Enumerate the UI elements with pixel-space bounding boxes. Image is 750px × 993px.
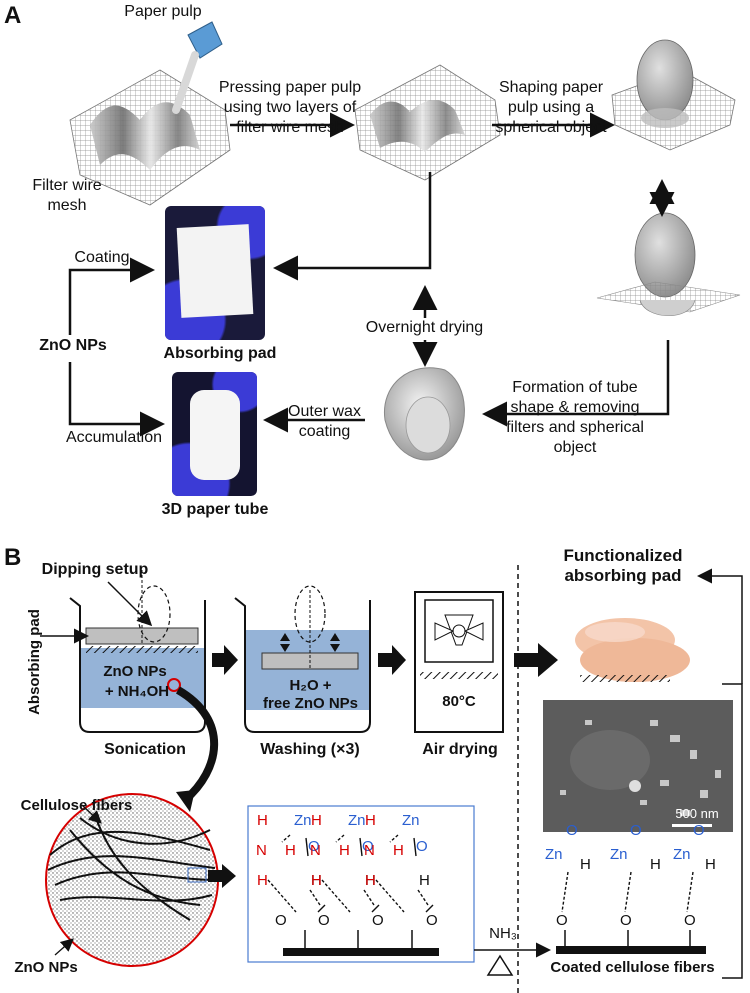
atom-h: H	[365, 872, 376, 889]
atom-o: O	[416, 838, 428, 855]
chem-box	[247, 805, 475, 963]
atom-h: H	[257, 812, 268, 829]
process-arrows	[212, 643, 558, 677]
absorbing-pad-side-label: Absorbing pad	[26, 609, 43, 715]
heat-triangle	[486, 954, 514, 976]
atom-o: O	[620, 912, 632, 929]
filter-wire-mesh-label: Filter wire mesh	[32, 177, 102, 214]
atom-o: O	[693, 822, 705, 839]
paper-tube-photo	[172, 372, 257, 496]
accumulation-label: Accumulation	[65, 429, 163, 446]
atom-zn: Zn	[294, 812, 312, 829]
atom-o: O	[684, 912, 696, 929]
egg-covered-illustration	[596, 212, 741, 317]
atom-zn: Zn	[545, 846, 563, 863]
atom-h: H	[580, 856, 591, 873]
atom-n: N	[256, 842, 267, 859]
panel-a-letter: A	[4, 2, 22, 29]
cellulose-zoom-circle	[45, 793, 219, 967]
atom-h: H	[339, 842, 350, 859]
panel-b-letter: B	[4, 544, 22, 571]
pouring-cup-illustration	[172, 21, 223, 114]
atom-h: H	[705, 856, 716, 873]
beaker2-line1: H₂O +	[289, 677, 332, 694]
atom-h: H	[311, 872, 322, 889]
atom-zn: Zn	[348, 812, 366, 829]
panel-a-arrows	[68, 112, 675, 437]
sonication-label: Sonication	[104, 741, 186, 758]
chicken-breast-photo	[575, 618, 690, 682]
atom-o: O	[275, 912, 287, 929]
atom-h: H	[365, 812, 376, 829]
right-bracket	[722, 683, 743, 979]
atom-h: H	[365, 872, 376, 889]
atom-h: H	[419, 872, 430, 889]
tube-shape-illustration	[383, 367, 465, 461]
formation-step-label: Formation of tube shape & removing filte…	[506, 379, 644, 456]
sem-image	[543, 700, 733, 832]
top-feedback-arrow	[697, 568, 743, 684]
beaker2-line2: free ZnO NPs	[262, 695, 359, 712]
oven-drying	[414, 591, 504, 733]
atom-h: H	[257, 872, 268, 889]
cellulose-fibers-label: Cellulose fibers	[20, 797, 133, 814]
atom-o: O	[372, 912, 384, 929]
atom-o: O	[566, 822, 578, 839]
sonication-beaker	[40, 570, 206, 733]
atom-n: N	[364, 842, 375, 859]
oven-temp-label: 80°C	[442, 693, 476, 710]
atom-o: O	[308, 838, 320, 855]
atom-o: O	[318, 912, 330, 929]
atom-o: O	[426, 912, 438, 929]
atom-o: O	[556, 912, 568, 929]
mesh-pulp-illustration	[69, 69, 231, 206]
egg-shaping-illustration	[611, 39, 736, 151]
zno-nps-label: ZnO NPs	[39, 337, 107, 354]
atom-zn: Zn	[610, 846, 628, 863]
atom-h: H	[311, 872, 322, 889]
paper-tube-label: 3D paper tube	[161, 501, 269, 518]
scale-bar-label: 500 nm	[675, 806, 719, 821]
atom-h: H	[650, 856, 661, 873]
atom-h: H	[393, 842, 404, 859]
atom-zn: Zn	[673, 846, 691, 863]
atom-o: O	[362, 838, 374, 855]
atom-zn: Zn	[402, 812, 420, 829]
beaker1-line1: ZnO NPs	[103, 663, 167, 680]
coated-fibers-label: Coated cellulose fibers	[550, 959, 715, 976]
atom-o: O	[630, 822, 642, 839]
shaping-step-label: Shaping paper pulp using a spherical obj…	[495, 79, 607, 136]
overnight-drying-label: Overnight drying	[365, 319, 484, 336]
absorbing-pad-label: Absorbing pad	[163, 345, 277, 362]
atom-h: H	[311, 812, 322, 829]
beaker1-line2: + NH₄OH	[104, 683, 170, 700]
outer-wax-label: Outer wax coating	[288, 403, 361, 440]
washing-beaker	[234, 585, 371, 733]
atom-h: H	[285, 842, 296, 859]
paper-pulp-label: Paper pulp	[124, 3, 202, 20]
dipping-setup-label: Dipping setup	[41, 561, 149, 578]
coating-label: Coating	[74, 249, 130, 266]
washing-label: Washing (×3)	[260, 741, 360, 758]
zno-nps-zoom-label: ZnO NPs	[14, 959, 78, 976]
pressing-step-label: Pressing paper pulp using two layers of …	[218, 79, 362, 136]
pressed-mesh-illustration	[354, 64, 501, 181]
air-drying-label: Air drying	[422, 741, 498, 758]
functionalized-pad-label: Functionalized absorbing pad	[563, 546, 683, 585]
absorbing-pad-photo	[165, 206, 265, 340]
atom-n: N	[310, 842, 321, 859]
nh3-label: NH₃	[489, 925, 517, 942]
zoom-curved-arrow	[175, 686, 219, 804]
